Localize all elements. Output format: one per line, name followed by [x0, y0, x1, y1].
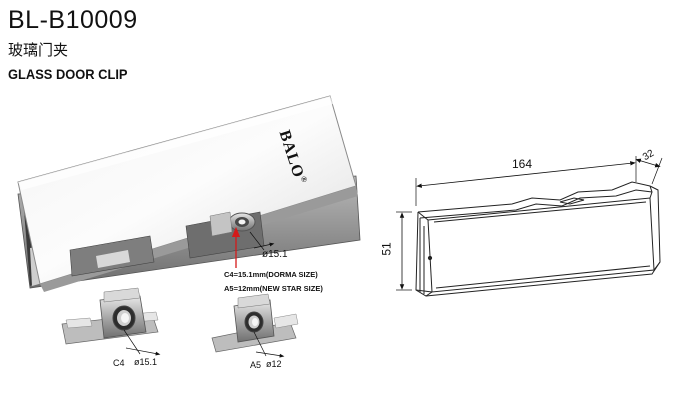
insert-c4-diameter: ø15.1	[134, 357, 158, 367]
depth-dimension	[635, 157, 663, 185]
height-dimension	[396, 211, 412, 291]
main-diameter-label: ø15.1	[262, 249, 288, 260]
c4-size-note: C4=15.1mm(DORMA SIZE)	[224, 270, 318, 279]
insert-c4-photo	[61, 287, 161, 356]
insert-c4-code: C4	[113, 358, 125, 368]
clip-line-drawing	[415, 181, 661, 297]
height-value: 51	[379, 242, 394, 256]
product-name-chinese: 玻璃门夹	[8, 41, 69, 59]
a5-size-note: A5=12mm(NEW STAR SIZE)	[224, 284, 323, 293]
insert-a5-code: A5	[250, 360, 262, 370]
title-block: BL-B10009 玻璃门夹 GLASS DOOR CLIP	[8, 6, 138, 83]
clip-main-photo	[17, 95, 361, 292]
insert-a5-diameter: ø12	[266, 359, 282, 369]
product-name-english: GLASS DOOR CLIP	[8, 66, 128, 82]
insert-a5-photo	[211, 293, 299, 358]
length-value: 164	[512, 157, 533, 171]
model-number: BL-B10009	[8, 6, 138, 34]
